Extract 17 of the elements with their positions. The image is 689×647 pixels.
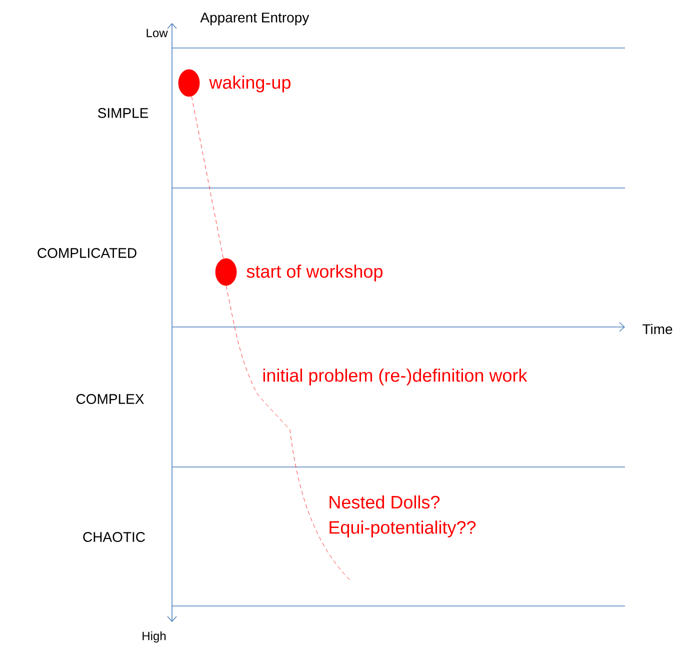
- zone-label: COMPLICATED: [38, 248, 136, 258]
- zone-label: SIMPLE: [98, 108, 148, 118]
- zone-label: CHAOTIC: [83, 532, 145, 542]
- dot: [178, 69, 200, 97]
- axis-label: High: [142, 631, 166, 643]
- zone-label: COMPLEX: [76, 394, 144, 404]
- dot-label: start of workshop: [246, 264, 382, 282]
- annotation-text: Nested Dolls?: [330, 495, 440, 509]
- axis-title: Apparent Entropy: [200, 12, 310, 26]
- dot: [215, 258, 237, 286]
- dot-label: waking-up: [209, 76, 290, 92]
- annotation-text: initial problem (re-)definition work: [263, 368, 528, 386]
- dashed-path: [226, 286, 350, 580]
- dashed-path: [191, 96, 224, 259]
- annotation-text: Equi-potentiality??: [330, 520, 476, 538]
- axis-label: Low: [146, 28, 168, 38]
- axis-label: Time: [642, 324, 672, 334]
